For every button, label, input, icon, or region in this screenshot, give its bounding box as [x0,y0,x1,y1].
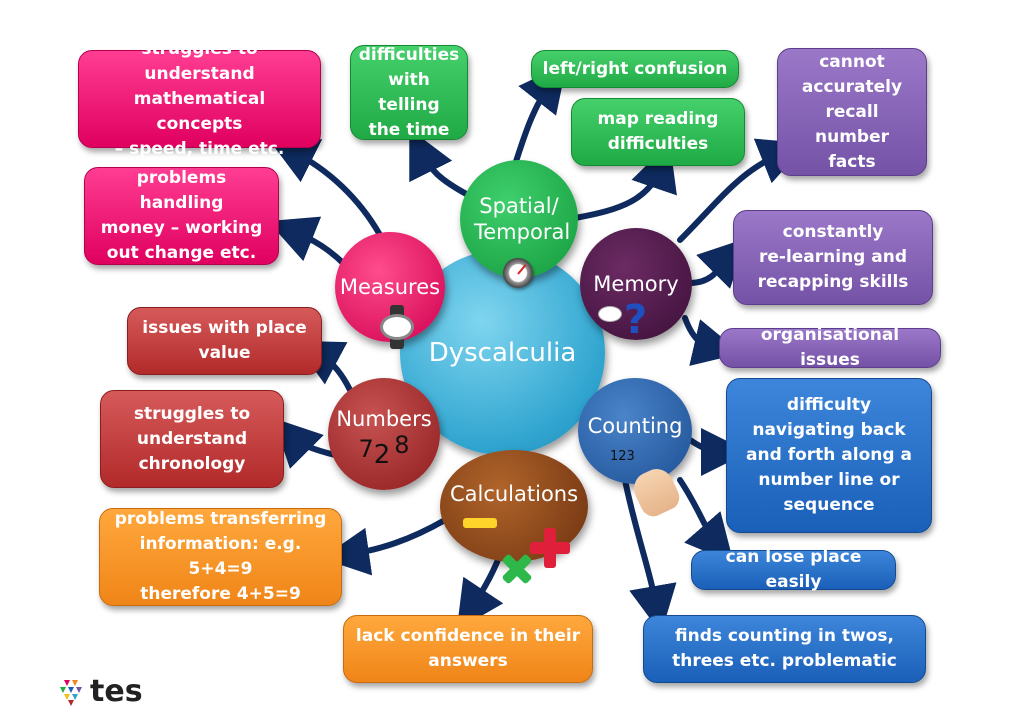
box-money: problems handling money – working out ch… [84,167,279,265]
box-recall-facts: cannot accurately recall number facts [777,48,927,176]
node-counting-label: Counting [587,414,683,438]
box-text-line: organisational issues [760,325,900,370]
node-calculations-label: Calculations [449,482,579,506]
box-lose-place: can lose place easily [691,547,896,592]
box-organisational: organisational issues [719,325,941,370]
node-memory: Memory [580,228,692,340]
box-text-line: facts [828,151,876,172]
arrow-calculations-confidence [456,552,504,630]
node-spatial-label: Spatial/ Temporal [474,194,571,244]
box-relearning: constantly re-learning and recapping ski… [733,210,933,305]
question-person-icon: ? [598,300,660,350]
box-text-line: struggles to understand [141,38,258,84]
box-text-line: understand [136,428,248,449]
arrow-numbers-chronology [273,418,338,469]
tes-logo: tes [56,674,143,709]
box-text-line: recall number [814,101,889,147]
box-transferring: problems transferring information: e.g. … [99,508,342,606]
box-map-reading: map reading difficulties [571,98,745,166]
compass-icon [503,258,533,288]
arrow-counting-lose-place [677,477,734,564]
node-counting: Counting 123 [578,378,692,484]
box-text-line: information: e.g. 5+4=9 [139,534,302,579]
node-measures-label: Measures [339,275,441,299]
box-text-line: cannot [819,51,885,72]
times-icon [500,552,534,586]
arrow-measures-money [267,216,348,268]
box-mathematical-concepts: struggles to understand mathematical con… [78,39,321,159]
arrow-counting-number-line [687,427,749,476]
box-text-line: left/right confusion [542,58,728,79]
stopwatch-icon [380,305,414,349]
box-text-line: lack confidence in their [355,626,581,646]
box-text-line: out change etc. [106,243,257,263]
counting-digits: 123 [610,449,635,464]
box-text-line: money – working [100,218,263,238]
box-text-line: accurately [801,76,903,97]
tes-logo-text: tes [90,674,143,709]
box-text-line: mathematical concepts [133,88,266,134]
box-text-line: threes etc. problematic [672,651,897,671]
box-left-right: left/right confusion [531,50,739,88]
box-text-line: problems transferring [114,509,327,529]
arrow-measures-concepts [268,139,383,238]
box-number-line: difficulty navigating back and forth alo… [726,378,932,533]
box-text-line: value [198,343,251,363]
box-text-line: and forth along a [746,445,912,465]
box-text-line: difficulties [607,134,709,154]
box-text-line: re-learning and [758,247,908,267]
box-text-line: constantly [782,222,884,242]
box-place-value: issues with place value [127,307,322,375]
box-telling-time: difficulties with telling the time [350,45,468,140]
arrow-calculations-transferring [321,517,448,576]
minus-icon [463,518,497,528]
box-text-line: finds counting in twos, [675,626,894,646]
box-text-line: difficulties [358,44,460,65]
node-numbers-label: Numbers [336,407,432,431]
digit-seven: 7 [358,435,374,463]
box-text-line: the time [368,119,450,140]
arrow-memory-organisational [682,315,742,366]
box-text-line: difficulty [786,395,872,415]
box-text-line: with telling [378,69,440,115]
box-text-line: map reading [597,109,719,129]
box-text-line: recapping skills [757,272,909,292]
central-node-label: Dyscalculia [428,337,577,368]
plus-icon [530,528,570,568]
node-memory-label: Memory [593,272,679,296]
digit-two: 2 [373,440,391,470]
box-lack-confidence: lack confidence in their answers [343,615,593,683]
digit-eight: 8 [394,431,410,459]
box-text-line: can lose place easily [725,547,862,592]
box-counting-twos: finds counting in twos, threes etc. prob… [643,615,926,683]
box-text-line: number line or [758,470,900,490]
box-text-line: struggles to [133,403,251,424]
box-text-line: issues with place [142,318,307,338]
tes-logo-icon [60,679,82,706]
box-chronology: struggles to understand chronology [100,390,284,488]
arrow-counting-twos [622,477,677,634]
arrow-memory-recall [677,138,808,243]
box-text-line: therefore 4+5=9 [140,584,301,604]
box-text-line: chronology [138,453,246,474]
box-text-line: navigating back [752,420,906,440]
arrow-memory-relearning [687,238,747,289]
node-measures: Measures [335,232,445,342]
arrow-spatial-map-reading [572,142,677,221]
box-text-line: sequence [783,495,875,515]
arrow-spatial-telling-time [409,128,473,199]
box-text-line: – speed, time etc. [114,138,285,159]
box-text-line: answers [428,651,508,671]
box-text-line: problems handling [136,168,227,213]
